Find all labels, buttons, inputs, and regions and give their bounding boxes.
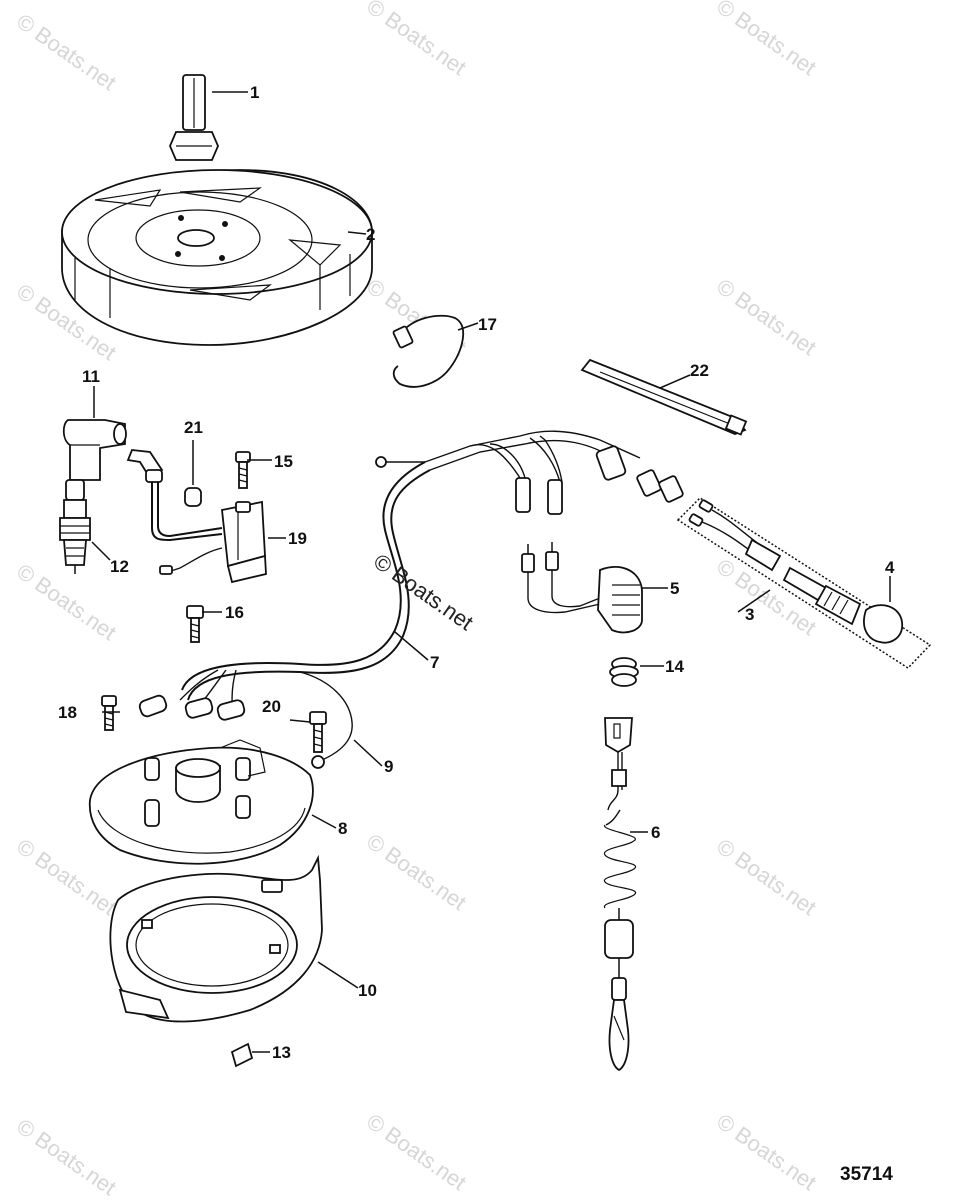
part-16-screw xyxy=(186,605,204,643)
watermark: © Boats.net xyxy=(712,1109,821,1196)
callout-16: 16 xyxy=(225,603,244,622)
callout-2: 2 xyxy=(366,225,375,244)
callout-1: 1 xyxy=(250,83,259,102)
callout-17: 17 xyxy=(478,315,497,334)
watermark: © Boats.net xyxy=(362,1109,471,1196)
part-17-retainer-clip xyxy=(392,314,464,388)
callout-3: 3 xyxy=(745,605,754,624)
callout-8: 8 xyxy=(338,819,347,838)
leader-lines xyxy=(91,91,891,1053)
part-3-connector-kit xyxy=(676,497,932,669)
part-20-screw xyxy=(309,711,327,753)
part-1-flywheel-nut xyxy=(169,74,219,161)
callout-20: 20 xyxy=(262,697,281,716)
watermark: © Boats.net xyxy=(362,0,471,80)
callout-21: 21 xyxy=(184,418,203,437)
callout-18: 18 xyxy=(58,703,77,722)
part-6-lanyard xyxy=(604,717,636,1072)
watermark: © Boats.net xyxy=(712,0,821,80)
part-2-flywheel xyxy=(61,169,373,346)
callout-14: 14 xyxy=(665,657,684,676)
part-12-spark-plug xyxy=(59,479,91,574)
callout-4: 4 xyxy=(885,558,895,577)
watermark: © Boats.net xyxy=(12,559,121,646)
part-10-trigger-plate xyxy=(109,854,323,1023)
part-7-wiring-harness xyxy=(138,430,684,721)
part-21-sleeve xyxy=(184,487,202,507)
part-4-cap xyxy=(863,604,903,644)
watermark: © Boats.net xyxy=(12,9,121,96)
callout-5: 5 xyxy=(670,579,679,598)
callout-22: 22 xyxy=(690,361,709,380)
callout-13: 13 xyxy=(272,1043,291,1062)
part-18-screw xyxy=(101,695,117,731)
callout-7: 7 xyxy=(430,653,439,672)
part-13-woodruff-key xyxy=(230,1042,254,1068)
part-5-stop-switch xyxy=(521,542,643,634)
part-8-stator-plate xyxy=(88,739,314,865)
part-22-cable-tie xyxy=(580,358,748,436)
callout-19: 19 xyxy=(288,529,307,548)
callout-10: 10 xyxy=(358,981,377,1000)
center-watermark: © Boats.net xyxy=(369,549,478,636)
watermark: © Boats.net xyxy=(12,1114,121,1200)
part-15-screw xyxy=(235,451,251,489)
watermark: © Boats.net xyxy=(712,834,821,921)
callout-12: 12 xyxy=(110,557,129,576)
watermark: © Boats.net xyxy=(362,829,471,916)
callout-6: 6 xyxy=(651,823,660,842)
part-19-ignition-coil xyxy=(145,469,267,584)
watermark: © Boats.net xyxy=(12,834,121,921)
part-14-spring xyxy=(609,657,639,687)
callout-9: 9 xyxy=(384,757,393,776)
document-number: 35714 xyxy=(840,1164,893,1185)
callout-15: 15 xyxy=(274,452,293,471)
part-9-ground-lead xyxy=(299,671,353,769)
watermark: © Boats.net xyxy=(712,274,821,361)
callout-labels: 1 2 3 4 5 6 7 8 9 10 11 12 13 14 15 16 1… xyxy=(58,83,895,1062)
callout-11: 11 xyxy=(82,367,100,386)
